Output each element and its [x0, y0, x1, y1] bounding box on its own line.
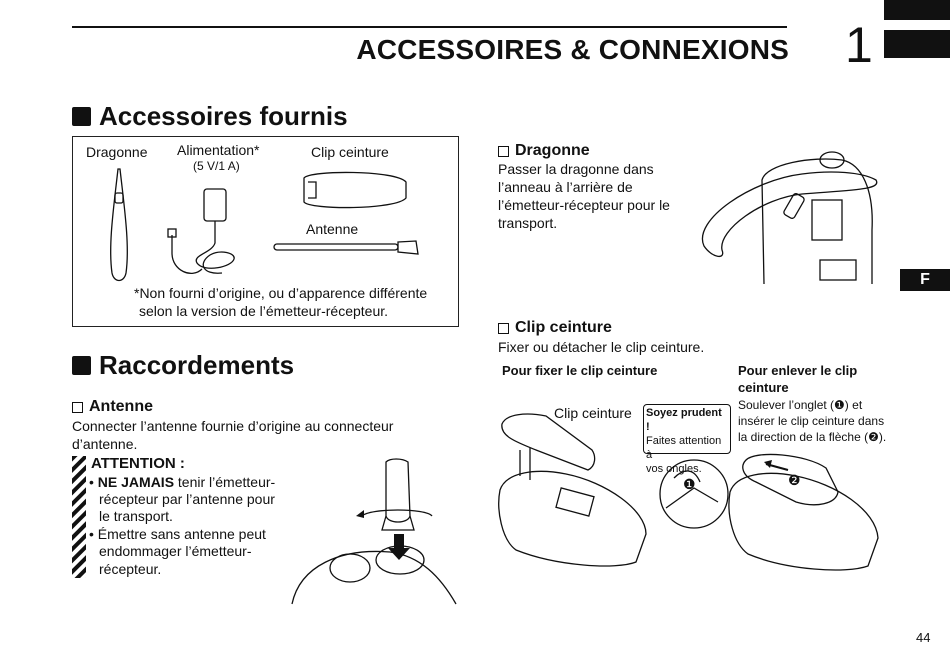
warning-hatch-icon — [72, 456, 86, 578]
clip-remove-line2: insérer le clip ceinture dans — [738, 414, 885, 428]
caution-title: Soyez prudent ! — [646, 407, 722, 433]
dragonne-line3: l’émetteur-récepteur pour le — [498, 197, 670, 213]
accessories-note-line1: *Non fourni d’origine, ou d’apparence di… — [134, 285, 428, 301]
antenna-text-line1: Connecter l’antenne fournie d’origine au… — [72, 418, 394, 434]
attention-item2-line1: • Émettre sans antenne peut — [89, 526, 266, 542]
attention-item2-line3: récepteur. — [99, 561, 162, 577]
clip-remove-title-line2: ceinture — [738, 380, 789, 395]
accessories-heading: Accessoires fournis — [72, 101, 348, 132]
page-number: 44 — [916, 630, 931, 645]
label-alimentation: Alimentation* — [177, 142, 260, 158]
strap-illustration — [110, 168, 128, 282]
dragonne-line4: transport. — [498, 215, 558, 231]
caution-line1: Faites attention à — [646, 435, 722, 461]
caution-line2: vos ongles. — [646, 463, 702, 475]
attention-item1-line2: récepteur par l’antenne pour — [99, 491, 275, 507]
clip-subtitle: Fixer ou détacher le clip ceinture. — [498, 339, 705, 355]
marker-1-icon: ❶ — [683, 476, 696, 492]
checkbox-icon — [498, 145, 509, 157]
marker-2-icon: ❷ — [788, 472, 801, 488]
page-title: ACCESSOIRES & CONNEXIONS — [356, 34, 789, 65]
accessories-note-line2: selon la version de l’émetteur-récepteur… — [139, 303, 389, 319]
dragonne-subheading: Dragonne — [498, 142, 590, 160]
caution-box: Soyez prudent ! Faites attention à vos o… — [643, 404, 731, 475]
antenna-connection-illustration — [291, 458, 457, 605]
attention-item2-line2: endommager l’émetteur- — [99, 543, 252, 559]
belt-clip-illustration — [303, 171, 407, 209]
accessories-box — [72, 136, 459, 327]
attention-item1-line3: le transport. — [99, 508, 173, 524]
section-square-icon — [72, 107, 91, 126]
section-square-icon — [72, 356, 91, 375]
antenna-illustration — [273, 240, 419, 255]
connections-heading: Raccordements — [72, 350, 294, 381]
attention-emphasis: NE JAMAIS — [97, 474, 175, 490]
dragonne-line1: Passer la dragonne dans — [498, 161, 654, 177]
label-clip: Clip ceinture — [311, 144, 389, 160]
label-alimentation-spec: (5 V/1 A) — [193, 159, 240, 173]
chapter-bar-top — [884, 0, 950, 20]
attention-item1-line1: • NE JAMAIS tenir l’émetteur- — [89, 474, 276, 490]
checkbox-icon — [72, 401, 83, 413]
language-tab: F — [900, 269, 950, 291]
chapter-number: 1 — [845, 17, 873, 73]
chapter-bar-bottom — [884, 30, 950, 58]
clip-illus-label: Clip ceinture — [554, 405, 632, 421]
power-adapter-illustration — [167, 188, 235, 274]
antenna-subheading: Antenne — [72, 398, 153, 416]
clip-remove-title-line1: Pour enlever le clip — [738, 363, 858, 378]
attention-title: ATTENTION : — [91, 455, 185, 472]
label-dragonne: Dragonne — [86, 144, 148, 160]
clip-attach-illustration — [498, 413, 647, 567]
dragonne-line2: l’anneau à l’arrière de — [498, 179, 633, 195]
header-rule — [72, 26, 787, 28]
antenna-text-line2: d’antenne. — [72, 436, 138, 452]
clip-remove-line3: la direction de la flèche (❷). — [738, 430, 887, 444]
clip-remove-line1: Soulever l’onglet (❶) et — [738, 398, 863, 412]
clip-fix-title: Pour fixer le clip ceinture — [502, 363, 658, 378]
clip-tab-zoom-illustration — [659, 459, 729, 529]
clip-subheading: Clip ceinture — [498, 319, 612, 337]
label-antenne: Antenne — [306, 221, 359, 237]
strap-attach-illustration — [701, 151, 878, 285]
clip-remove-illustration — [728, 453, 879, 571]
checkbox-icon — [498, 322, 509, 334]
